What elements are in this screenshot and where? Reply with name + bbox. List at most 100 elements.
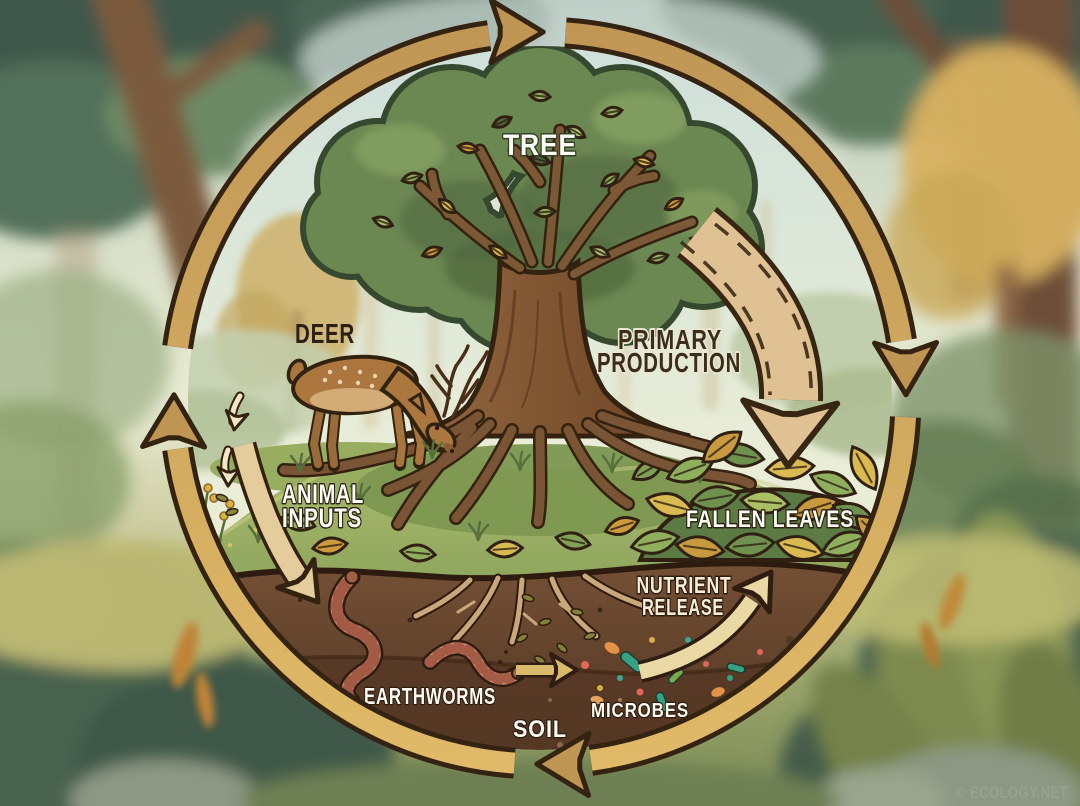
soil-speck xyxy=(298,598,302,602)
ring-arrow-bottom xyxy=(534,730,592,798)
fallen-leaf xyxy=(553,531,593,551)
animal-inputs-arrow xyxy=(229,441,321,605)
canopy-leaf xyxy=(528,153,552,167)
microbe-dot xyxy=(649,637,655,643)
microbe-dot xyxy=(757,649,763,655)
flower-bud xyxy=(225,499,235,509)
branches xyxy=(416,126,696,278)
canopy-leaf xyxy=(599,105,625,119)
canopy-leaf xyxy=(565,124,587,140)
microbe-dot xyxy=(597,685,603,691)
microbe-dot xyxy=(636,688,644,696)
pile-leaf xyxy=(701,430,743,464)
grass-sparkle xyxy=(227,542,233,548)
pile-leaf xyxy=(629,529,681,555)
fallen-leaf xyxy=(485,539,525,559)
canopy-leaf xyxy=(437,198,457,214)
label-fallen-leaves: FALLEN LEAVES xyxy=(686,506,854,533)
leaf-fragment xyxy=(521,593,535,603)
underground-roots xyxy=(411,571,661,647)
fallen-leaf xyxy=(279,512,317,532)
nutrient-release-arrow xyxy=(637,569,774,683)
label-primary-production-1: PRIMARY xyxy=(618,324,722,355)
deer-ear xyxy=(407,391,427,417)
canopy-leaf xyxy=(371,215,395,229)
leaf-fragment xyxy=(570,608,584,616)
microbe-dot xyxy=(727,675,733,681)
cycle-ring xyxy=(140,0,940,798)
label-animal-inputs-2: INPUTS xyxy=(282,503,362,533)
grass-tuft xyxy=(601,452,624,474)
pile-leaf xyxy=(849,444,879,492)
grass-tuft xyxy=(421,438,444,460)
pile-leaf xyxy=(674,535,726,561)
soil-speck xyxy=(618,698,622,702)
label-earthworms: EARTHWORMS xyxy=(364,683,496,709)
microbe-blob xyxy=(604,642,620,654)
canopy-leaf xyxy=(400,171,424,185)
label-deer: DEER xyxy=(295,318,355,349)
canopy-leaf xyxy=(420,245,444,259)
label-microbes: MICROBES xyxy=(591,700,689,722)
soil-speck xyxy=(407,617,413,623)
soil-speck xyxy=(477,697,483,703)
grass-tuft xyxy=(509,450,532,472)
canopy-leaf xyxy=(646,251,670,265)
grass-tuft xyxy=(289,452,312,474)
pile-leaf xyxy=(738,489,792,515)
leaf-fragment xyxy=(538,617,552,627)
label-primary-production-2: PRODUCTION xyxy=(597,347,741,378)
canopy-shading xyxy=(355,92,738,306)
pile-leaf xyxy=(689,485,741,511)
scene-labels: TREE DEER PRIMARY PRODUCTION ANIMAL INPU… xyxy=(281,128,855,745)
fallen-leaf xyxy=(310,536,350,556)
canopy-leaf xyxy=(455,141,481,155)
microbe-rod xyxy=(726,662,746,674)
watermark: © ECOLOGY.NET xyxy=(956,783,1068,802)
canopy-leaf xyxy=(663,196,685,212)
arrow-dashed-lines xyxy=(679,222,813,399)
background-fern-accents xyxy=(171,573,966,728)
bark-lines xyxy=(488,289,582,409)
canopy-leaf xyxy=(588,245,612,259)
leaf-fragment xyxy=(583,631,597,641)
canopy-leaf xyxy=(599,172,621,188)
flower-bud xyxy=(203,483,213,493)
microbe-dot xyxy=(581,661,589,669)
canopy-lobe xyxy=(306,182,398,274)
microbe-dot xyxy=(617,675,623,681)
canopy-leaf xyxy=(487,244,509,260)
microbe-rod xyxy=(655,691,669,713)
decomposing-leaf-bits xyxy=(515,593,597,665)
canopy-leaf xyxy=(532,205,558,219)
deer-spots xyxy=(322,365,378,389)
soil-speck xyxy=(597,607,603,613)
earthworms-illustration xyxy=(328,568,526,710)
pile-leaf xyxy=(808,470,858,498)
tree-trunk xyxy=(394,257,691,439)
grass-tuft xyxy=(467,520,490,542)
microbe-blob xyxy=(590,695,604,705)
pile-leaf xyxy=(723,532,777,558)
label-nutrient-release-2: RELEASE xyxy=(642,594,724,620)
leaf-fragment xyxy=(556,642,568,654)
canopy-leaf xyxy=(527,89,553,103)
deer-belly xyxy=(310,388,394,412)
label-soil: SOIL xyxy=(513,716,567,743)
pile-leaf xyxy=(644,491,696,519)
fallen-leaf xyxy=(398,543,438,563)
deer-illustration xyxy=(286,344,489,472)
canopy-leaf xyxy=(490,115,514,129)
deer-nose xyxy=(450,449,454,453)
label-animal-inputs-1: ANIMAL xyxy=(282,479,364,509)
grass-tuft xyxy=(349,482,372,504)
ring-arrow-right xyxy=(872,340,940,398)
deer-eye xyxy=(434,425,440,431)
ring-arrow-left xyxy=(140,392,208,450)
deer-antlers xyxy=(430,344,489,420)
canopy-leaf xyxy=(632,155,656,169)
label-tree: TREE xyxy=(503,129,577,162)
scattered-leaves xyxy=(279,458,665,563)
